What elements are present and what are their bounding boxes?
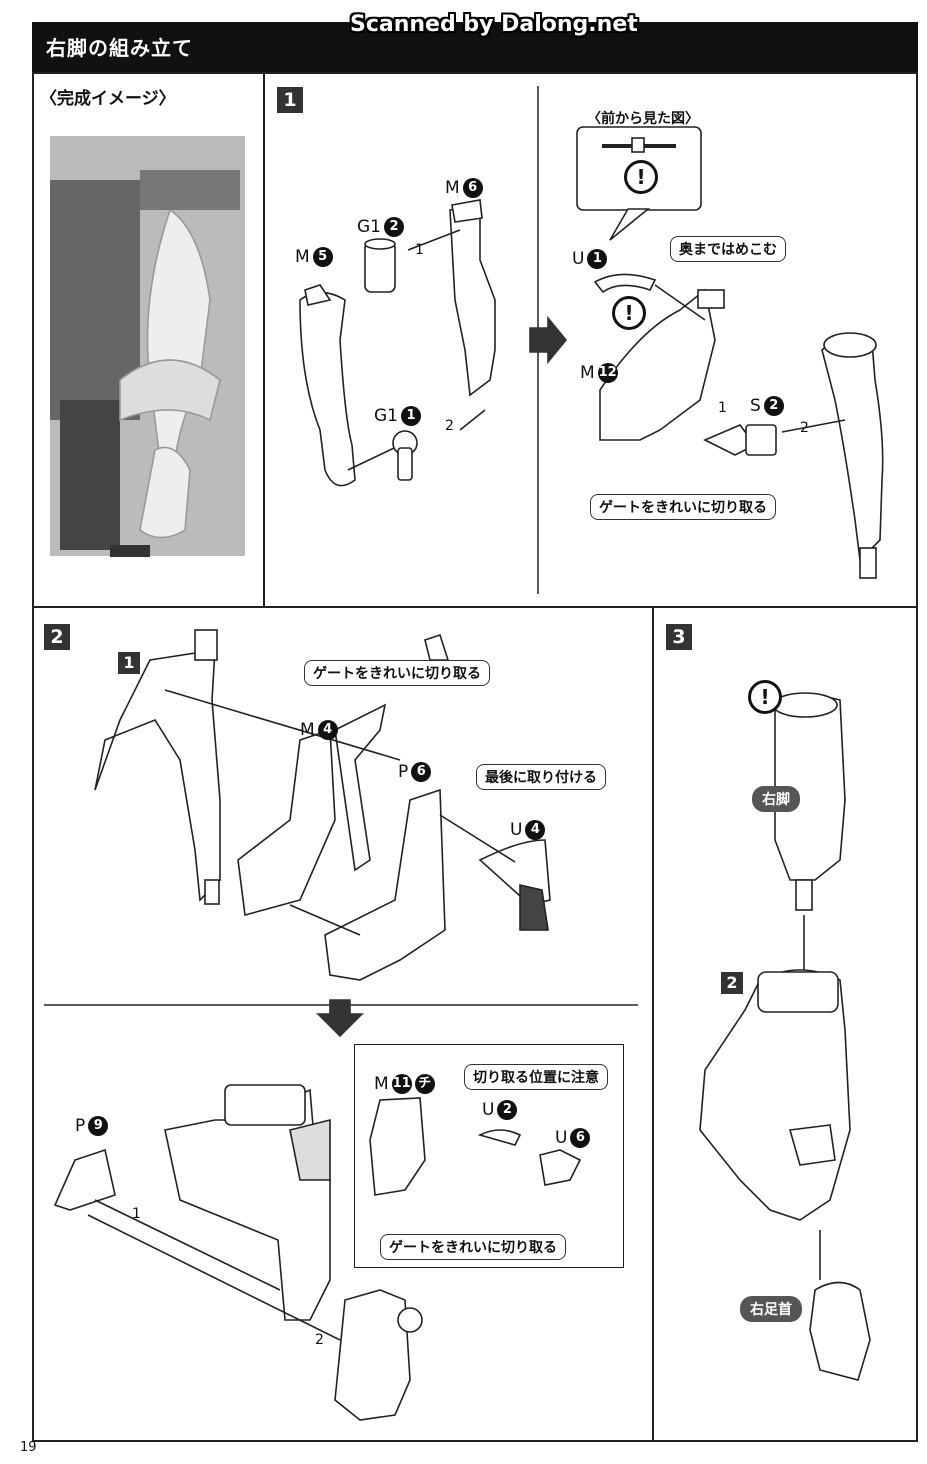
section-title: 右脚の組み立て [46,36,193,60]
warning-icon: ! [748,680,782,714]
warning-icon: ! [612,296,646,330]
right-leg-label: 右脚 [752,786,800,812]
substep1-badge: 1 [118,652,140,674]
part-number: 2 [763,396,784,416]
part-letter: U [572,249,585,269]
part-letter: P [398,762,409,782]
completed-image-title: 〈完成イメージ〉 [40,89,176,109]
order-marker-2: 2 [800,420,809,436]
page-number: 19 [20,1440,37,1455]
part-letter: M [580,363,595,383]
part-number: チ [414,1074,435,1094]
part-letter: S [750,396,761,416]
step3-badge: 3 [666,624,692,650]
part-letter: G1 [374,406,398,426]
part-letter: M [295,247,310,267]
part-number: 4 [525,820,546,840]
part-letter: M [300,720,315,740]
press-in-callout: 奥まではめこむ [670,236,786,262]
part-letter: M [445,178,460,198]
part-number: 6 [462,178,483,198]
substep2-badge: 2 [721,972,743,994]
part-number: 5 [312,247,333,267]
part-number: 6 [570,1128,591,1148]
warning-icon: ! [624,160,658,194]
order-marker-2: 2 [315,1332,324,1348]
part-letter: G1 [357,217,381,237]
detail-box [354,1044,624,1268]
step2-badge: 2 [44,624,70,650]
part-letter: M [374,1074,389,1094]
part-letter: U [482,1100,495,1120]
order-marker-1: 1 [415,242,424,258]
part-number: 12 [597,363,618,383]
part-number: 1 [401,406,421,426]
part-number: 4 [317,720,338,740]
header-bar [32,22,918,72]
attach-last-callout: 最後に取り付ける [476,764,606,790]
part-number: 11 [391,1074,412,1094]
order-marker-1: 1 [132,1206,141,1222]
step1-badge: 1 [277,87,303,113]
part-letter: P [75,1116,86,1136]
part-number: 2 [497,1100,518,1120]
gate-trim-callout: ゲートをきれいに切り取る [380,1234,566,1260]
part-number: 9 [88,1116,109,1136]
front-view-label: 〈前から見た図〉 [587,111,699,127]
scan-watermark: Scanned by Dalong.net [350,12,638,37]
order-marker-1: 1 [718,400,727,416]
part-number: 1 [587,249,608,269]
part-letter: U [555,1128,568,1148]
gate-trim-callout: ゲートをきれいに切り取る [590,494,776,520]
gate-trim-callout: ゲートをきれいに切り取る [304,660,490,686]
part-letter: U [510,820,523,840]
right-ankle-label: 右足首 [740,1296,802,1322]
part-number: 6 [411,762,432,782]
part-number: 2 [384,217,404,237]
cut-position-callout: 切り取る位置に注意 [464,1064,608,1090]
order-marker-2: 2 [445,418,454,434]
